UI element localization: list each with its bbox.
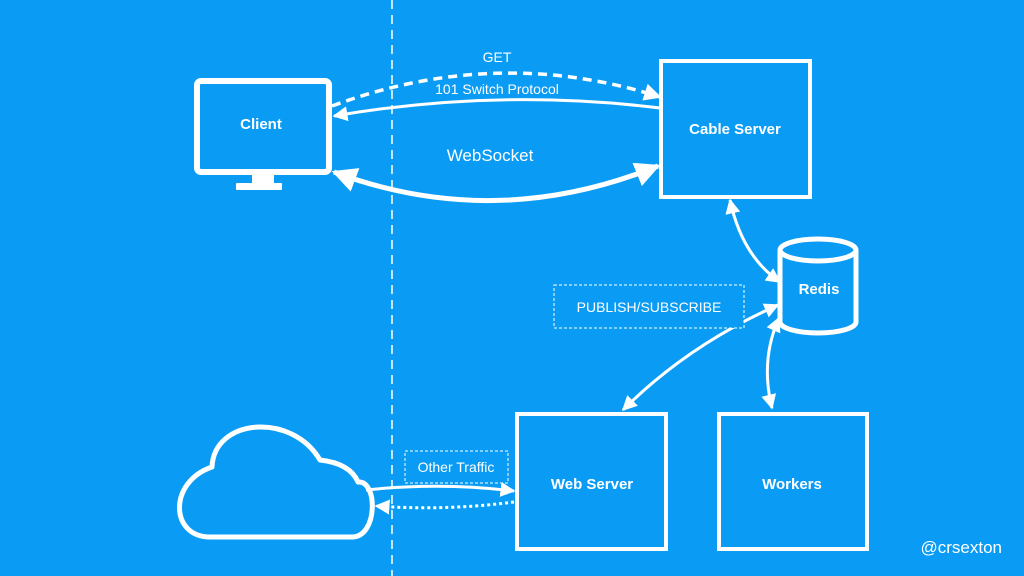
web-server-node: Web Server: [515, 412, 668, 551]
other-traffic-label: Other Traffic: [418, 459, 495, 475]
other-traffic-in-arrow: [365, 481, 516, 497]
pubsub-box: [553, 284, 745, 329]
websocket-arrow: [331, 162, 661, 204]
switch-protocol-label: 101 Switch Protocol: [435, 81, 559, 97]
websocket-label: WebSocket: [447, 146, 534, 165]
author-handle: @crsexton: [920, 538, 1002, 557]
cable-server-node: Cable Server: [659, 59, 812, 199]
web-server-label: Web Server: [551, 476, 633, 493]
redis-workers-arrow: [761, 316, 781, 410]
cloud-icon: [177, 424, 375, 540]
internet-node: [177, 424, 375, 540]
client-label: Client: [240, 116, 282, 133]
redis-webserver-arrow: [621, 303, 780, 412]
workers-label: Workers: [762, 476, 822, 493]
cable-redis-arrow: [725, 198, 782, 284]
redis-node: Redis: [777, 236, 859, 336]
get-label: GET: [483, 49, 512, 65]
get-request-arrow: [331, 71, 662, 108]
monitor-icon: [194, 78, 332, 190]
redis-label: Redis: [799, 281, 840, 298]
pubsub-label: PUBLISH/SUBSCRIBE: [577, 299, 722, 315]
switch-protocol-arrow: [332, 98, 661, 122]
workers-node: Workers: [717, 412, 869, 551]
cable-server-label: Cable Server: [689, 121, 781, 138]
other-traffic-box: [404, 450, 509, 484]
other-traffic-out-arrow: [374, 499, 515, 515]
client-node: Client: [194, 78, 332, 190]
